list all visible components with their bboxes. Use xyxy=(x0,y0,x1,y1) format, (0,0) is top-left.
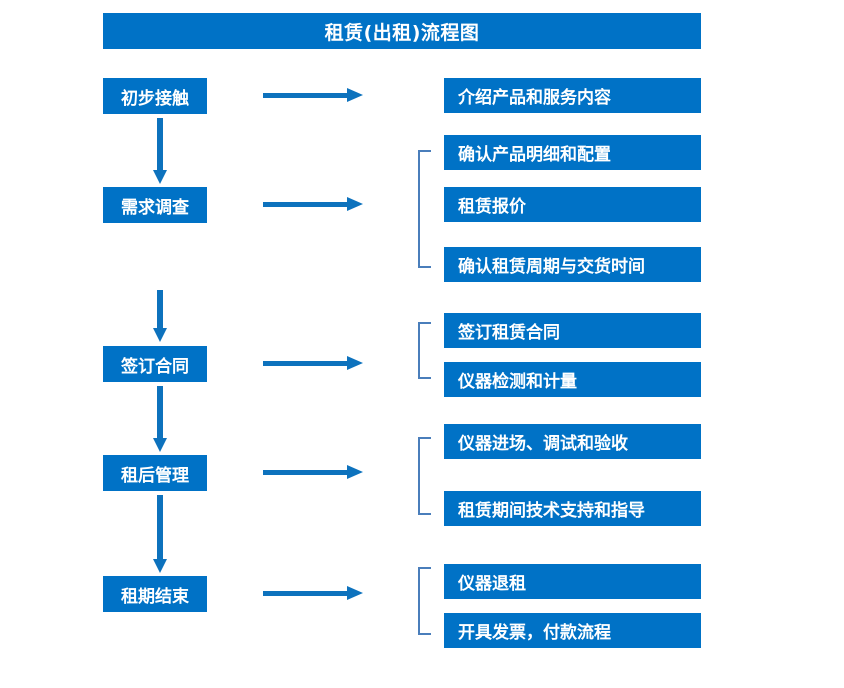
vertical-arrow-4-to-5 xyxy=(153,495,167,573)
stage-box-3[interactable]: 签订合同 xyxy=(103,346,207,382)
arrow-shaft xyxy=(157,386,163,438)
arrow-head-icon xyxy=(153,438,167,452)
group-bracket-stage-5 xyxy=(418,567,431,635)
horizontal-arrow-stage-5 xyxy=(263,586,363,600)
arrow-shaft xyxy=(263,470,347,475)
group-bracket-stage-4 xyxy=(418,437,431,515)
detail-box-2[interactable]: 确认产品明细和配置 xyxy=(444,135,701,170)
arrow-shaft xyxy=(263,361,347,366)
vertical-arrow-2-to-3 xyxy=(153,290,167,342)
arrow-shaft xyxy=(263,93,347,98)
horizontal-arrow-stage-3 xyxy=(263,356,363,370)
detail-box-8[interactable]: 租赁期间技术支持和指导 xyxy=(444,491,701,526)
vertical-arrow-3-to-4 xyxy=(153,386,167,452)
arrow-shaft xyxy=(263,202,347,207)
detail-box-3[interactable]: 租赁报价 xyxy=(444,187,701,222)
arrow-shaft xyxy=(157,290,163,328)
vertical-arrow-1-to-2 xyxy=(153,118,167,184)
arrow-head-icon xyxy=(347,586,363,600)
arrow-shaft xyxy=(157,118,163,170)
stage-box-2[interactable]: 需求调查 xyxy=(103,187,207,223)
arrow-head-icon xyxy=(347,465,363,479)
arrow-shaft xyxy=(263,591,347,596)
group-bracket-stage-2 xyxy=(418,150,431,268)
horizontal-arrow-stage-1 xyxy=(263,88,363,102)
arrow-head-icon xyxy=(347,88,363,102)
horizontal-arrow-stage-2 xyxy=(263,197,363,211)
detail-box-1[interactable]: 介绍产品和服务内容 xyxy=(444,78,701,113)
arrow-head-icon xyxy=(153,328,167,342)
arrow-head-icon xyxy=(347,197,363,211)
detail-box-10[interactable]: 开具发票，付款流程 xyxy=(444,613,701,648)
arrow-head-icon xyxy=(153,559,167,573)
group-bracket-stage-3 xyxy=(418,322,431,379)
arrow-head-icon xyxy=(347,356,363,370)
diagram-title: 租赁(出租)流程图 xyxy=(103,13,701,49)
detail-box-4[interactable]: 确认租赁周期与交货时间 xyxy=(444,247,701,282)
detail-box-6[interactable]: 仪器检测和计量 xyxy=(444,362,701,397)
detail-box-7[interactable]: 仪器进场、调试和验收 xyxy=(444,424,701,459)
arrow-shaft xyxy=(157,495,163,559)
stage-box-5[interactable]: 租期结束 xyxy=(103,576,207,612)
detail-box-5[interactable]: 签订租赁合同 xyxy=(444,313,701,348)
detail-box-9[interactable]: 仪器退租 xyxy=(444,564,701,599)
arrow-head-icon xyxy=(153,170,167,184)
horizontal-arrow-stage-4 xyxy=(263,465,363,479)
stage-box-4[interactable]: 租后管理 xyxy=(103,455,207,491)
stage-box-1[interactable]: 初步接触 xyxy=(103,78,207,114)
